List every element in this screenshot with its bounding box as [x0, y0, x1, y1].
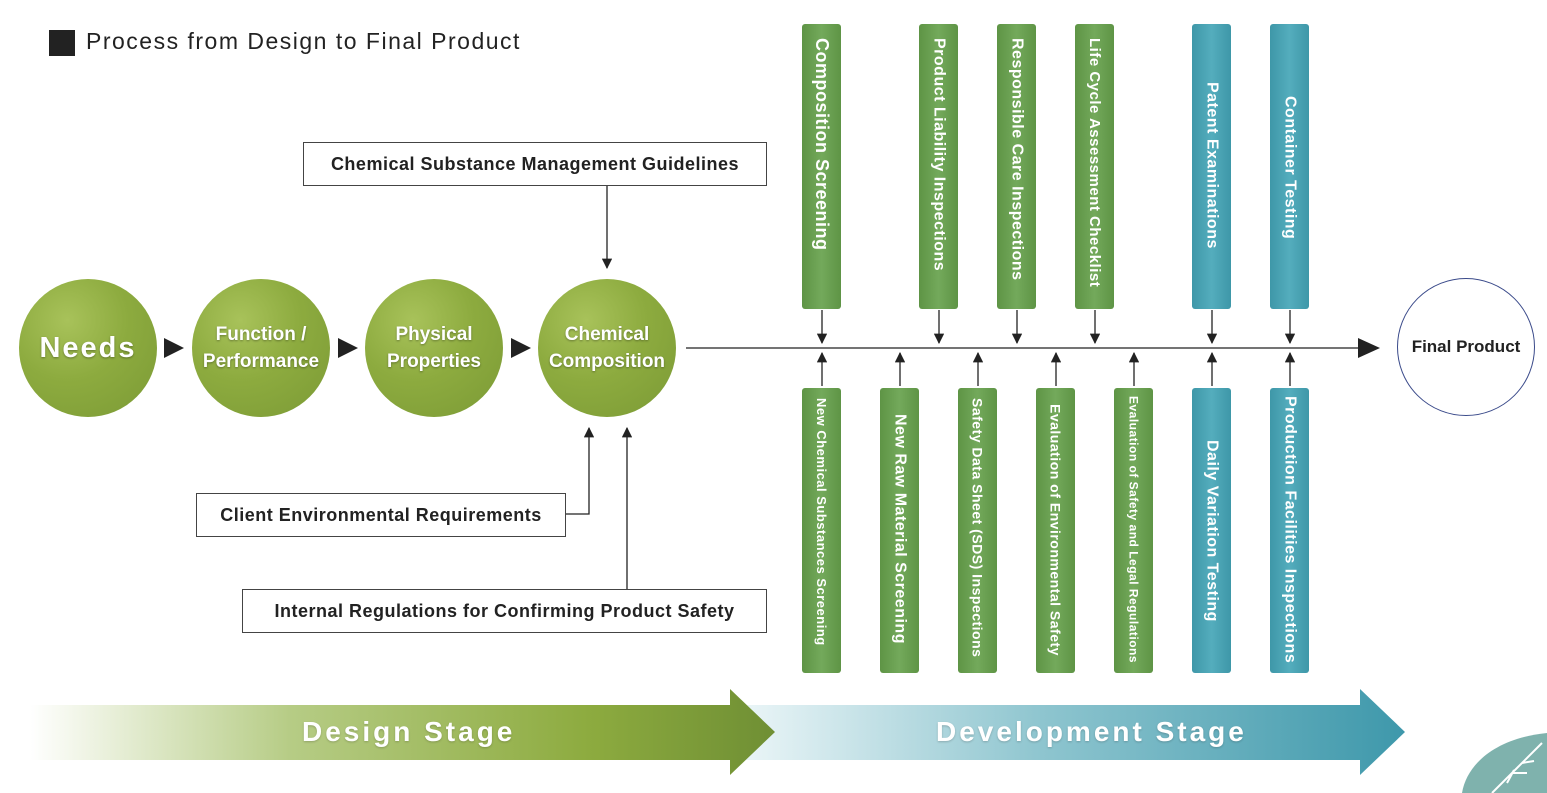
- physical-properties-circle: Physical Properties: [365, 279, 503, 417]
- function-label-line1: Function /: [215, 324, 307, 345]
- development-stage-arrow: [745, 689, 1405, 775]
- needs-circle: Needs: [19, 279, 157, 417]
- title-marker: [49, 30, 75, 56]
- chemical-label-line2: Composition: [548, 351, 666, 372]
- internal-regulations-box: Internal Regulations for Confirming Prod…: [242, 589, 767, 633]
- stage-arrows: [30, 689, 1405, 775]
- top-bar-label: Composition Screening: [812, 38, 832, 251]
- needs-label: Needs: [39, 331, 137, 364]
- top-bar-composition-screening: Composition Screening: [802, 24, 841, 309]
- flow-arrow-3: [511, 338, 531, 358]
- physical-label-line2: Properties: [387, 351, 481, 372]
- chemical-label-line1: Chemical: [564, 324, 650, 345]
- physical-label-line1: Physical: [395, 324, 473, 345]
- guidelines-label: Chemical Substance Management Guidelines: [330, 153, 740, 174]
- bottom-bar-label: Safety Data Sheet (SDS) Inspections: [969, 398, 986, 658]
- leaf-icon: [1462, 733, 1547, 793]
- function-label-line2: Performance: [202, 351, 320, 372]
- page-title: Process from Design to Final Product: [86, 28, 521, 54]
- design-stage-arrow: [30, 689, 775, 775]
- guidelines-box: Chemical Substance Management Guidelines: [303, 142, 767, 186]
- chemical-composition-circle: Chemical Composition: [538, 279, 676, 417]
- function-performance-circle: Function / Performance: [192, 279, 330, 417]
- top-bar-label: Container Testing: [1281, 96, 1299, 240]
- bottom-bar-new-raw-material: New Raw Material Screening: [880, 388, 919, 673]
- top-bar-life-cycle: Life Cycle Assessment Checklist: [1075, 24, 1114, 309]
- bottom-bar-environmental-safety: Evaluation of Environmental Safety: [1036, 388, 1075, 673]
- bottom-bar-label: Daily Variation Testing: [1203, 440, 1221, 622]
- bottom-bar-label: Evaluation of Environmental Safety: [1047, 404, 1064, 656]
- final-product-circle: Final Product: [1397, 278, 1535, 416]
- client-requirements-box: Client Environmental Requirements: [196, 493, 566, 537]
- development-stage-label: Development Stage: [936, 716, 1247, 747]
- bottom-bar-label: New Chemical Substances Screening: [814, 398, 829, 646]
- design-stage-label: Design Stage: [302, 716, 516, 747]
- bottom-bar-production-facilities: Production Facilities Inspections: [1270, 388, 1309, 673]
- bottom-bar-new-chemical: New Chemical Substances Screening: [802, 388, 841, 673]
- bottom-bar-daily-variation: Daily Variation Testing: [1192, 388, 1231, 673]
- client-requirements-label: Client Environmental Requirements: [220, 504, 542, 525]
- top-bar-product-liability: Product Liability Inspections: [919, 24, 958, 309]
- top-bar-container-testing: Container Testing: [1270, 24, 1309, 309]
- final-product-label: Final Product: [1411, 337, 1521, 356]
- top-bar-responsible-care: Responsible Care Inspections: [997, 24, 1036, 309]
- internal-regulations-label: Internal Regulations for Confirming Prod…: [274, 600, 735, 621]
- bottom-bar-safety-legal: Evaluation of Safety and Legal Regulatio…: [1114, 388, 1153, 673]
- top-bar-label: Life Cycle Assessment Checklist: [1086, 38, 1103, 288]
- main-flow-arrowhead: [1358, 338, 1380, 358]
- flow-arrow-2: [338, 338, 358, 358]
- bottom-bar-sds-inspections: Safety Data Sheet (SDS) Inspections: [958, 388, 997, 673]
- top-bar-label: Responsible Care Inspections: [1008, 38, 1026, 281]
- bottom-bar-label: New Raw Material Screening: [891, 414, 909, 644]
- bottom-bar-label: Evaluation of Safety and Legal Regulatio…: [1126, 396, 1141, 664]
- top-bar-label: Product Liability Inspections: [930, 38, 948, 272]
- flow-arrow-1: [164, 338, 184, 358]
- top-bar-patent-examinations: Patent Examinations: [1192, 24, 1231, 309]
- top-bar-label: Patent Examinations: [1203, 82, 1221, 249]
- bottom-bar-label: Production Facilities Inspections: [1281, 396, 1299, 664]
